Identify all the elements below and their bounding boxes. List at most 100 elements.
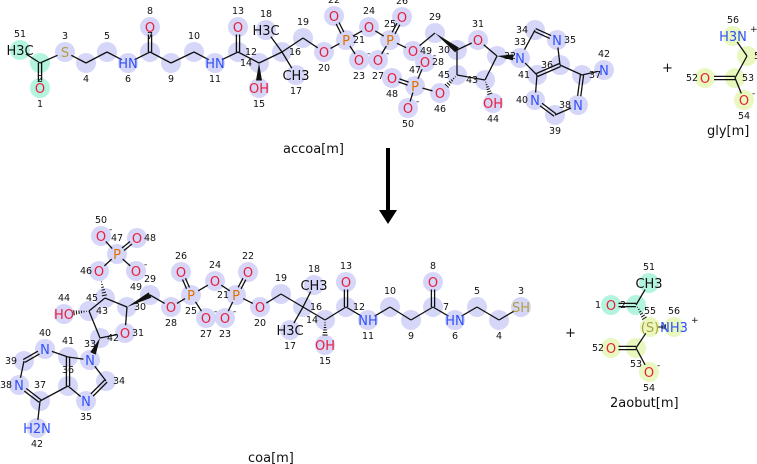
molecule-name-coa: coa[m] [248, 451, 294, 464]
bond [37, 400, 41, 420]
atom-highlight [415, 52, 435, 72]
atom-number: 8 [147, 6, 153, 17]
bond [618, 302, 636, 308]
atom-accoa-37: 37 [589, 70, 601, 81]
atom-highlight [126, 261, 146, 281]
bond [302, 291, 312, 308]
atom-number: 38 [559, 100, 571, 111]
atom-coa-6: HN6 [445, 314, 465, 342]
atom-symbol: P [411, 80, 419, 95]
bond [73, 310, 88, 316]
atom-symbol: N [552, 34, 562, 49]
atom-coa-33: N33 [84, 339, 96, 369]
atom-highlight [695, 68, 715, 88]
atom-coa-43: 43 [96, 306, 108, 317]
atom-accoa-34: 34 [516, 25, 528, 36]
atom-highlight [10, 40, 30, 60]
atom-highlight [547, 30, 567, 50]
atom-charge: - [433, 51, 436, 61]
atom-2aobut-56: NH3+56 [660, 306, 698, 336]
atom-number: 53 [630, 359, 642, 370]
bond [124, 306, 128, 326]
atom-number: 31 [472, 19, 484, 30]
bond [635, 289, 646, 306]
atom-number: 24 [209, 260, 221, 271]
atom-number: 39 [549, 126, 561, 137]
bond [435, 33, 459, 53]
atom-symbol: N [530, 94, 540, 109]
atom-coa-47: P47 [111, 233, 123, 263]
atom-symbol: HN [118, 57, 138, 72]
atom-symbol: O [403, 102, 413, 117]
atom-highlight [171, 262, 191, 282]
atom-symbol: P [187, 289, 195, 304]
bond [90, 379, 108, 397]
bond [476, 306, 500, 321]
atom-highlight [468, 30, 488, 50]
bond [149, 294, 166, 304]
atom-coa-12: 12 [353, 302, 365, 313]
molecule-name-gly: gly[m] [707, 124, 749, 139]
atom-number: 21 [353, 35, 365, 46]
atom-number: 44 [487, 114, 499, 125]
atom-number: 42 [598, 49, 610, 60]
atom-number: 56 [727, 15, 739, 26]
atom-number: 3 [518, 286, 524, 297]
atom-symbol: O [120, 327, 130, 342]
atom-coa-35: N35 [80, 395, 92, 423]
atom-gly-54: O-54 [738, 89, 755, 122]
bond [37, 63, 43, 81]
atom-highlight [181, 285, 201, 305]
bond [430, 289, 436, 307]
atom-number: 21 [217, 290, 229, 301]
atom-symbol: OH [315, 339, 335, 354]
atom-charge: - [109, 225, 112, 235]
atom-number: 46 [434, 104, 446, 115]
atom-symbol: O [341, 276, 351, 291]
atom-coa-30: 30 [134, 302, 146, 313]
bond [94, 365, 107, 382]
atom-coa-27: O-27 [200, 307, 217, 340]
bond [456, 74, 486, 81]
atom-coa-42: 42 [107, 333, 119, 344]
atom-symbol: O [233, 21, 243, 36]
atom-highlight [280, 320, 300, 340]
atom-number: 33 [84, 339, 96, 350]
atom-symbol: O [364, 21, 374, 36]
atom-number: 45 [438, 70, 450, 81]
bond [714, 75, 735, 81]
atom-symbol: O [329, 10, 339, 25]
atom-number: 54 [643, 383, 655, 394]
atom-highlight [392, 7, 412, 27]
atom-coa-3: SH3 [512, 286, 530, 316]
atom-coa-37: 37 [34, 380, 46, 391]
atom-accoa-23: O-23 [353, 49, 370, 82]
atom-symbol: O [131, 265, 141, 280]
atom-highlight [27, 418, 47, 438]
atom-accoa-26: O26 [396, 0, 408, 26]
atom-number: 35 [80, 412, 92, 423]
bond [618, 345, 636, 351]
atom-highlight [226, 285, 246, 305]
atom-number: 24 [363, 6, 375, 17]
atom-charge: - [233, 307, 236, 317]
atom-coa-23: O-23 [219, 307, 236, 340]
bond [134, 51, 151, 61]
bond [389, 306, 412, 321]
atom-highlight [215, 308, 235, 328]
atom-gly-56: H3N+56 [719, 15, 757, 45]
atom-number: 19 [297, 17, 309, 28]
atom-highlight [601, 295, 621, 315]
atom-number: 19 [275, 273, 287, 284]
bond [103, 258, 113, 267]
atom-symbol: O [319, 46, 329, 61]
atom-accoa-50: O-50 [402, 97, 419, 130]
bond [100, 281, 108, 297]
atom-number: 51 [14, 29, 26, 40]
atom-symbol: O [428, 276, 438, 291]
